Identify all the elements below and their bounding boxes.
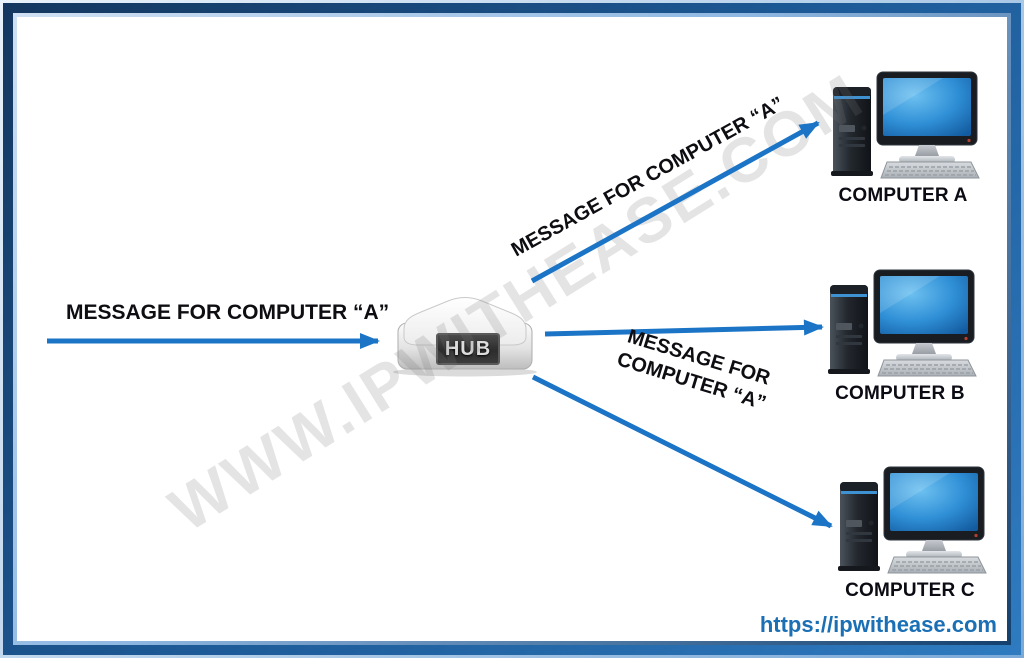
computer-b: COMPUTER B: [820, 265, 980, 405]
arrow-hub-to-computer-b: [544, 319, 824, 337]
computer-c-label: COMPUTER C: [845, 580, 975, 601]
diagram-canvas: WWW.IPWITHEASE.COM MESSAGE FOR COMPUTER …: [17, 17, 1007, 641]
computer-icon: [828, 269, 977, 377]
hub-device: HUB: [390, 293, 540, 377]
arrows-layer: [47, 120, 833, 529]
computer-c: COMPUTER C: [830, 462, 990, 602]
arrow-hub-to-computer-a: [530, 120, 820, 284]
computer-a: COMPUTER A: [823, 67, 983, 207]
hub-label: HUB: [436, 333, 500, 365]
computer-icon: [831, 71, 980, 179]
website-link[interactable]: https://ipwithease.com: [759, 612, 997, 637]
computer-icon: [838, 466, 987, 574]
computer-a-label: COMPUTER A: [838, 185, 968, 206]
inner-frame-line: WWW.IPWITHEASE.COM MESSAGE FOR COMPUTER …: [13, 13, 1011, 645]
blue-frame: WWW.IPWITHEASE.COM MESSAGE FOR COMPUTER …: [3, 3, 1021, 655]
computer-b-label: COMPUTER B: [835, 383, 965, 404]
source-message-label: MESSAGE FOR COMPUTER “A”: [66, 301, 390, 324]
arrow-hub-to-computer-c: [531, 374, 833, 529]
